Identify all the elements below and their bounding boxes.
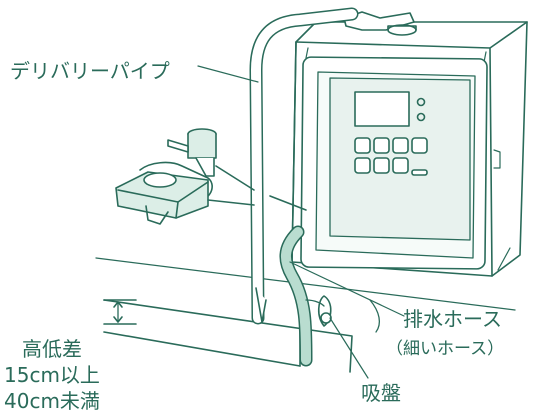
button-6 bbox=[373, 157, 390, 174]
drain-hose-note: （細いホース） bbox=[386, 339, 505, 359]
button-1 bbox=[354, 137, 371, 154]
suction-cup-mark bbox=[320, 312, 332, 324]
height-title: 高低差 bbox=[21, 337, 82, 361]
top-fitting bbox=[343, 11, 417, 36]
button-2 bbox=[373, 137, 390, 154]
delivery-pipe-label: デリバリーパイプ bbox=[10, 59, 170, 83]
display-screen bbox=[354, 91, 410, 127]
height-max: 40cm未満 bbox=[4, 389, 100, 413]
button-8 bbox=[411, 169, 428, 176]
button-7 bbox=[392, 157, 409, 174]
suction-cup-label: 吸盤 bbox=[361, 381, 401, 405]
indicator-led-bottom bbox=[416, 112, 426, 122]
delivery-pipe bbox=[249, 7, 359, 325]
button-5 bbox=[354, 157, 371, 174]
drain-hose bbox=[279, 225, 381, 367]
leader-lines bbox=[197, 65, 405, 379]
drain-hose-label: 排水ホース bbox=[403, 307, 502, 331]
height-min: 15cm以上 bbox=[4, 363, 100, 387]
height-difference-label: 高低差 15cm以上 40cm未満 bbox=[4, 336, 100, 414]
indicator-led-top bbox=[416, 97, 426, 107]
button-4 bbox=[411, 137, 428, 154]
control-panel bbox=[329, 77, 471, 241]
height-dimension-marker bbox=[103, 299, 137, 325]
faucet bbox=[115, 128, 307, 225]
button-3 bbox=[392, 137, 409, 154]
